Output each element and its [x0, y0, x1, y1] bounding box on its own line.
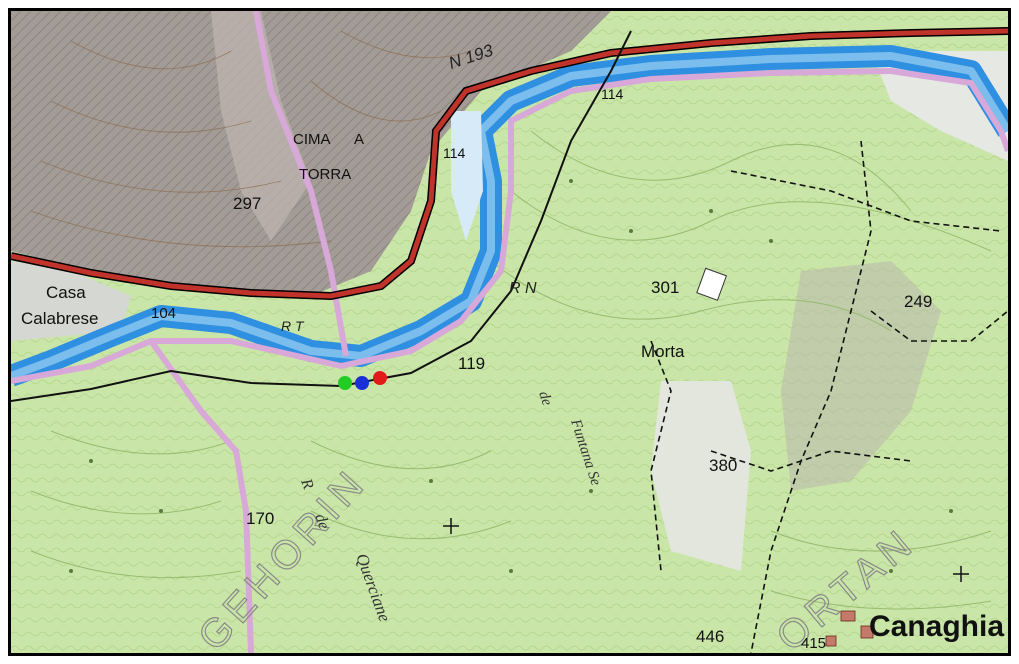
contour-lines-green: [30, 130, 992, 610]
valley-floor-left: [11, 261, 131, 341]
height-415: 415: [801, 635, 826, 652]
height-301: 301: [651, 278, 679, 297]
height-170: 170: [246, 509, 274, 528]
river-island: [451, 111, 483, 241]
cross-symbols: [443, 518, 969, 582]
railway: [11, 30, 632, 402]
height-297: 297: [233, 194, 261, 213]
place-casa: Casa: [46, 283, 86, 302]
vegetation-symbols: [69, 179, 953, 573]
rock-hatching: [11, 11, 611, 296]
height-114-b: 114: [601, 86, 624, 102]
height-119: 119: [458, 354, 485, 373]
river-bank: [11, 52, 1008, 380]
place-canaghia: Canaghia: [869, 610, 1004, 643]
height-380: 380: [709, 456, 737, 475]
trails: [650, 140, 1008, 653]
road-label-rt: R T: [281, 318, 305, 334]
place-morta: Morta: [641, 342, 685, 361]
road-label-rn: R N: [509, 280, 537, 297]
building-301: [696, 267, 728, 301]
road-n193-fill: [11, 28, 1008, 299]
rock-light-ridge: [211, 11, 311, 241]
stream-fontana-de: de: [535, 389, 555, 408]
place-torra: TORRA: [299, 166, 351, 183]
marker-red[interactable]: [373, 371, 387, 385]
height-104: 104: [151, 305, 176, 322]
stream-de: de: [311, 512, 332, 532]
height-446: 446: [696, 627, 724, 646]
place-a: A: [354, 131, 364, 148]
place-cima: CIMA: [293, 131, 331, 148]
contour-lines: [30, 30, 472, 248]
marker-blue[interactable]: [355, 376, 369, 390]
topographic-map[interactable]: GEHORIN ORTAN Casa Calabrese CIMA A TORR…: [8, 8, 1011, 656]
marker-green[interactable]: [338, 376, 352, 390]
map-canvas[interactable]: GEHORIN ORTAN Casa Calabrese CIMA A TORR…: [11, 11, 1008, 653]
administrative-boundaries: [11, 11, 1008, 653]
height-249: 249: [904, 292, 932, 311]
clearing-380: [651, 381, 751, 571]
place-calabrese: Calabrese: [21, 309, 99, 328]
rock-slope-right: [781, 261, 941, 491]
height-114-a: 114: [443, 145, 466, 161]
village-canaghia: [825, 610, 874, 647]
